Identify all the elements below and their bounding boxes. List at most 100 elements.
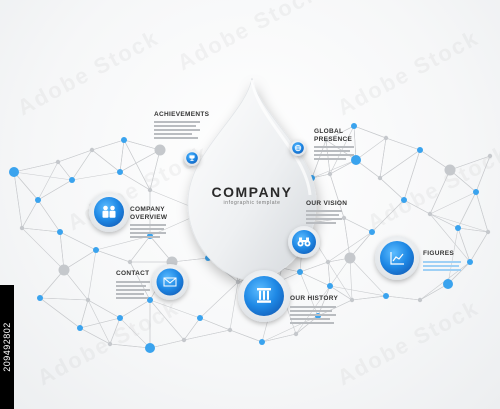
network-line — [379, 149, 421, 179]
network-line — [39, 297, 89, 301]
network-line — [299, 261, 329, 273]
network-line — [149, 149, 161, 191]
network-line — [429, 213, 459, 229]
network-node — [485, 229, 491, 235]
network-line — [325, 125, 355, 141]
network-line — [63, 269, 89, 301]
topic-icon-figures[interactable] — [375, 236, 419, 280]
network-line — [447, 261, 471, 285]
network-line — [39, 297, 81, 329]
network-node — [455, 225, 461, 231]
label-company-overview: COMPANY OVERVIEW — [130, 206, 168, 221]
network-node — [351, 123, 357, 129]
network-line — [109, 343, 151, 349]
network-line — [419, 283, 449, 301]
network-node — [427, 211, 433, 217]
text-placeholder — [290, 306, 338, 326]
network-node — [259, 339, 265, 345]
network-node — [9, 167, 19, 177]
network-line — [149, 299, 185, 341]
network-line — [109, 317, 121, 345]
text-placeholder — [130, 224, 168, 240]
network-line — [21, 199, 39, 229]
topic-icon-global-presence[interactable] — [290, 140, 306, 156]
network-line — [329, 285, 353, 301]
network-node — [57, 229, 63, 235]
network-line — [457, 227, 489, 233]
network-node — [351, 155, 361, 165]
network-line — [385, 295, 421, 301]
people-icon — [102, 205, 116, 218]
network-line — [71, 171, 121, 181]
network-line — [343, 217, 373, 233]
label-achievements: ACHIEVEMENTS — [154, 111, 210, 118]
network-node — [467, 259, 473, 265]
network-node — [55, 159, 61, 165]
network-line — [95, 235, 151, 251]
network-line — [119, 317, 151, 349]
network-line — [429, 191, 477, 215]
network-node — [444, 164, 456, 176]
network-line — [149, 339, 185, 349]
network-line — [311, 173, 331, 179]
network-line — [87, 299, 121, 319]
network-line — [343, 217, 351, 259]
topic-icon-our-vision[interactable] — [288, 226, 320, 258]
network-line — [353, 125, 387, 139]
network-node — [327, 283, 333, 289]
network-node — [487, 153, 493, 159]
network-line — [199, 281, 239, 319]
network-line — [349, 231, 373, 259]
network-node — [127, 259, 133, 265]
topic-icon-contact[interactable] — [152, 264, 188, 300]
network-line — [39, 269, 65, 299]
network-line — [351, 295, 387, 301]
network-line — [13, 171, 39, 201]
network-line — [261, 333, 297, 343]
network-node — [147, 187, 153, 193]
network-line — [199, 317, 231, 331]
label-our-vision: OUR VISION — [306, 200, 348, 207]
network-node — [181, 337, 187, 343]
topic-icon-achievements[interactable] — [184, 150, 200, 166]
label-our-history: OUR HISTORY — [290, 295, 339, 302]
network-node — [417, 147, 423, 153]
label-global-presence: GLOBAL PRESENCE — [314, 128, 353, 143]
topic-icon-our-history[interactable] — [238, 270, 290, 322]
network-node — [117, 315, 123, 321]
column-icon — [257, 288, 271, 303]
network-node — [19, 225, 25, 231]
network-node — [323, 137, 329, 143]
network-line — [119, 139, 125, 173]
trophy-icon — [189, 155, 195, 161]
network-node — [154, 144, 166, 156]
network-line — [355, 137, 387, 161]
company-subtitle: infographic template — [223, 200, 281, 206]
network-node — [417, 297, 423, 303]
network-node — [85, 297, 91, 303]
network-line — [449, 169, 477, 193]
network-node — [147, 297, 153, 303]
network-line — [57, 161, 73, 181]
network-line — [419, 149, 451, 171]
network-line — [299, 271, 319, 317]
network-node — [473, 189, 479, 195]
network-line — [119, 149, 161, 173]
network-line — [95, 249, 131, 263]
network-line — [119, 171, 151, 191]
network-node — [383, 293, 389, 299]
topic-icon-company-overview[interactable] — [89, 192, 129, 232]
network-line — [457, 227, 471, 263]
network-node — [344, 252, 356, 264]
envelope-icon — [163, 277, 177, 287]
network-line — [429, 213, 489, 233]
network-line — [91, 139, 125, 151]
network-node — [235, 279, 241, 285]
network-line — [71, 149, 93, 181]
stock-id: 209492802 — [2, 322, 12, 372]
network-node — [341, 215, 347, 221]
network-line — [123, 139, 161, 151]
network-node — [107, 341, 113, 347]
network-line — [379, 137, 387, 179]
